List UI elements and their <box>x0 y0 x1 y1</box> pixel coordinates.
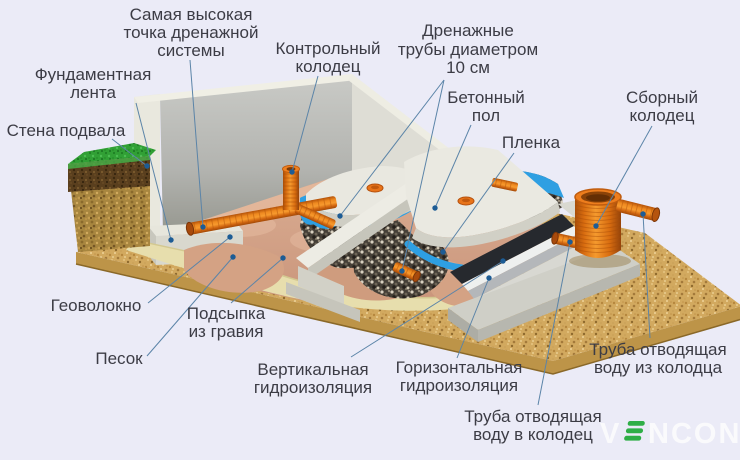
label-line: Труба отводящая <box>589 340 726 359</box>
grass-top <box>68 143 156 164</box>
drain-pipe-main <box>185 196 338 236</box>
outlet-pipe <box>616 199 661 223</box>
label-line: Геоволокно <box>51 296 142 315</box>
label-line: Контрольный <box>276 39 381 58</box>
label-line: Подсыпка <box>187 304 266 323</box>
label-vertical-waterproofing: Вертикальная гидроизоляция <box>254 360 372 397</box>
label-highest-point: Самая высокая точка дренажной системы <box>124 5 259 60</box>
label-line: Самая высокая <box>130 5 253 24</box>
right-footing-assembly <box>448 196 640 342</box>
label-foundation-strip: Фундаментная лента <box>35 65 152 102</box>
label-line: воду из колодца <box>594 358 723 377</box>
label-pipe-to-well: Труба отводящая воду в колодец <box>464 407 601 444</box>
label-line: пол <box>472 106 500 125</box>
basement-wall-inner-face <box>160 77 352 233</box>
label-line: точка дренажной <box>124 23 259 42</box>
label-line: Пленка <box>502 133 561 152</box>
label-line: Вертикальная <box>257 360 368 379</box>
label-line: колодец <box>629 106 694 125</box>
grade-beam <box>286 170 438 322</box>
label-pipe-from-well: Труба отводящая воду из колодца <box>589 340 726 377</box>
label-line: Фундаментная <box>35 65 152 84</box>
leader-lines <box>111 59 653 406</box>
label-line: из гравия <box>189 322 264 341</box>
label-line: Труба отводящая <box>464 407 601 426</box>
logo-letters-ncon: NCON <box>648 418 740 450</box>
ground-soil-block <box>68 143 156 252</box>
label-line: Дренажные <box>422 21 514 40</box>
logo-green-e-icon <box>624 421 645 441</box>
label-line: Песок <box>95 349 143 368</box>
label-line: трубы диаметром <box>398 40 538 59</box>
label-control-well: Контрольный колодец <box>276 39 381 76</box>
label-concrete-floor: Бетонный пол <box>447 88 525 125</box>
leader-dots <box>144 163 646 281</box>
label-geotextile: Геоволокно <box>51 296 142 315</box>
label-line: гидроизоляция <box>254 378 372 397</box>
label-line: Бетонный <box>447 88 525 107</box>
label-sand: Песок <box>95 349 143 368</box>
label-film: Пленка <box>502 133 561 152</box>
label-basement-wall: Стена подвала <box>7 121 126 140</box>
logo-letter-v: V <box>600 418 621 450</box>
label-line: Стена подвала <box>7 121 126 140</box>
label-line: гидроизоляция <box>400 376 518 395</box>
label-line: Горизонтальная <box>396 358 523 377</box>
wall-top-band <box>134 74 357 103</box>
label-line: 10 см <box>446 58 490 77</box>
label-line: Сборный <box>626 88 698 107</box>
vencon-logo: V NCON <box>600 418 740 450</box>
label-collection-well: Сборный колодец <box>626 88 698 125</box>
label-line: колодец <box>295 57 360 76</box>
gravel-pipes <box>392 177 518 283</box>
label-drain-pipes: Дренажные трубы диаметром 10 см <box>398 21 538 77</box>
inlet-pipe-stub <box>551 231 579 248</box>
label-line: лента <box>70 83 116 102</box>
label-gravel-bedding: Подсыпка из гравия <box>187 304 266 341</box>
label-line: воду в колодец <box>473 425 593 444</box>
slab-pipe-caps <box>366 183 475 206</box>
label-horizontal-waterproofing: Горизонтальная гидроизоляция <box>396 358 523 395</box>
waterproofing-black-band <box>450 214 574 284</box>
label-line: системы <box>157 41 224 60</box>
concrete-floor-right-slab <box>404 146 560 248</box>
control-well <box>282 164 300 210</box>
